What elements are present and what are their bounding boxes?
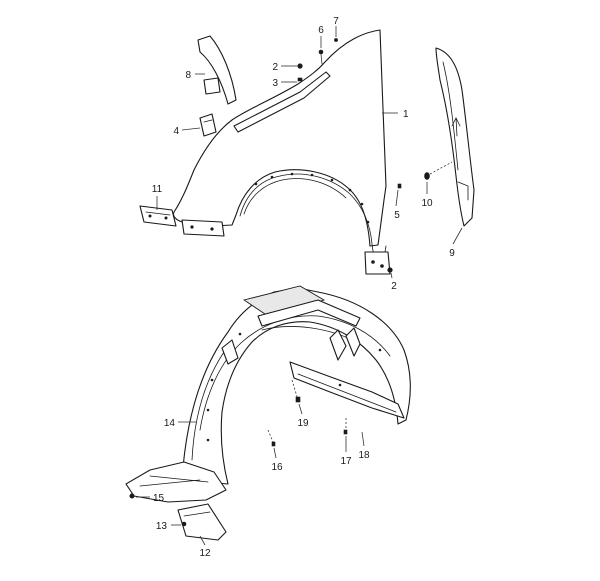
fender-upper-molding (233, 71, 331, 133)
callout-7: 7 (333, 16, 339, 27)
small-mounting-bracket (199, 113, 217, 137)
front-splash-shield (125, 461, 227, 503)
callout-8: 8 (185, 70, 191, 81)
fender-mounting-bracket (197, 35, 237, 105)
fender-insulator-pad (435, 47, 475, 227)
callout-2-lower: 2 (391, 281, 397, 292)
callout-5: 5 (394, 210, 400, 221)
callout-9: 9 (449, 248, 455, 259)
callout-12: 12 (199, 548, 211, 559)
callout-16: 16 (271, 462, 283, 473)
wheel-house-liner (181, 285, 411, 485)
callout-15: 15 (153, 493, 165, 504)
callout-leaders (136, 26, 463, 546)
callout-1: 1 (403, 109, 409, 120)
mud-guard (177, 503, 227, 541)
callout-labels: 1 2 2 3 4 5 6 7 8 9 10 11 12 13 14 15 16… (152, 16, 455, 559)
hinge-bracket (139, 205, 177, 227)
callout-3: 3 (272, 78, 278, 89)
fasteners-lower (267, 379, 348, 447)
callout-10: 10 (421, 198, 433, 209)
callout-13: 13 (156, 521, 168, 532)
callout-2-upper: 2 (272, 62, 278, 73)
callout-6: 6 (318, 25, 324, 36)
fasteners-upper (297, 38, 402, 273)
callout-11: 11 (152, 184, 163, 195)
callout-17: 17 (340, 456, 352, 467)
clip-fastener (424, 161, 453, 180)
front-fender (172, 29, 391, 275)
callout-14: 14 (164, 418, 176, 429)
callout-19: 19 (297, 418, 309, 429)
callout-4: 4 (173, 126, 179, 137)
callout-18: 18 (358, 450, 370, 461)
